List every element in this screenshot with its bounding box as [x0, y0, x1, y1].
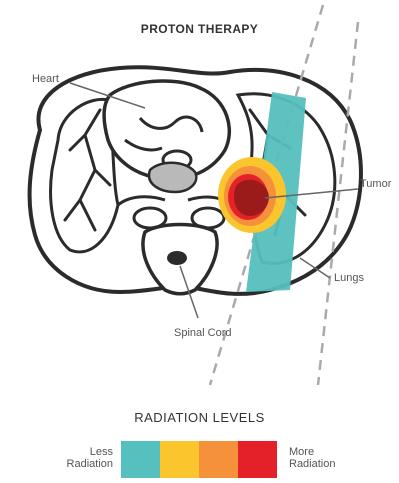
tumor-label: Tumor [360, 178, 391, 190]
legend-swatch-yellow [160, 441, 199, 478]
proton-therapy-diagram [0, 0, 399, 405]
legend-more-label: More Radiation [289, 446, 335, 470]
aorta-bone [149, 163, 196, 192]
heart-label: Heart [32, 73, 59, 85]
lungs-label: Lungs [334, 272, 364, 284]
spinal-cord-label: Spinal Cord [174, 327, 231, 339]
legend-swatch-orange [199, 441, 238, 478]
legend-swatch-red [238, 441, 277, 478]
spinal-cord [167, 251, 187, 265]
legend-swatch-teal [121, 441, 160, 478]
legend-title: RADIATION LEVELS [0, 410, 399, 425]
legend-less-label: Less Radiation [67, 446, 113, 470]
